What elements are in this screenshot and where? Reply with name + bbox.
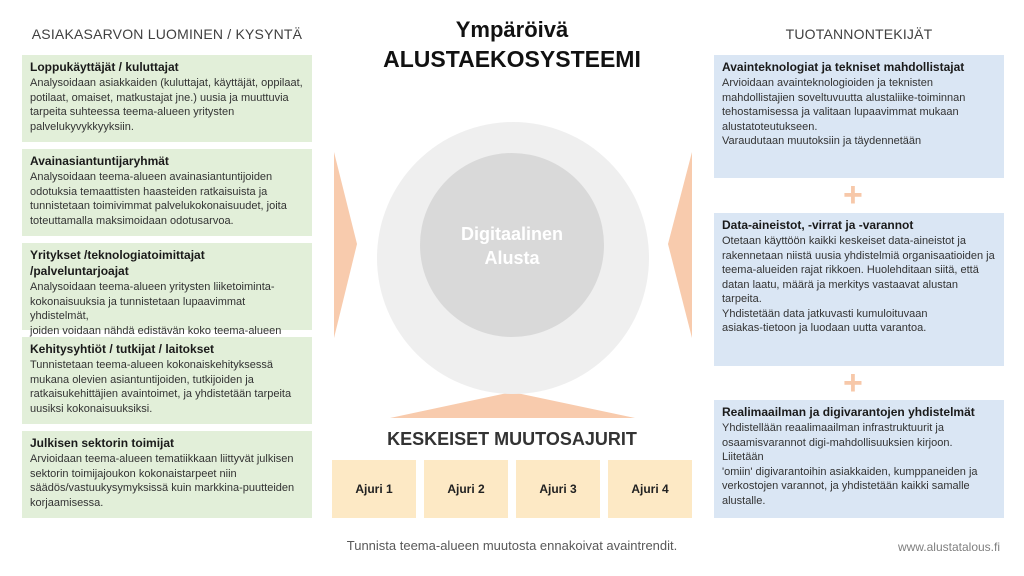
box-text: Analysoidaan teema-alueen avainasiantunt… [30,171,287,227]
right-column-header: TUOTANNONTEKIJÄT [785,26,933,42]
left-box-companies: Yritykset /teknologiatoimittajat /palvel… [22,243,312,351]
box-title: Realimaailman ja digivarantojen yhdistel… [722,405,975,419]
diagram-title-line1: Ympäröivä [455,17,569,42]
bottom-arrow-shape [390,392,635,418]
footer-text: Tunnista teema-alueen muutosta ennakoiva… [346,538,678,553]
inner-circle [420,153,604,337]
left-box-expert-groups: Avainasiantuntijaryhmät Analysoidaan tee… [22,149,312,236]
box-title: Loppukäyttäjät / kuluttajat [30,60,179,74]
box-title: Avainasiantuntijaryhmät [30,154,169,168]
center-label-line2: Alusta [484,248,540,268]
driver-box-1: Ajuri 1 [332,460,416,518]
right-box-data: Data-aineistot, -virrat ja -varannot Ote… [714,213,1004,366]
box-title: Yritykset /teknologiatoimittajat /palvel… [30,248,205,278]
box-text: Tunnistetaan teema-alueen kokonaiskehity… [30,359,292,415]
box-text: Yhdistellään reaalimaailman infrastruktu… [722,422,978,507]
website-link[interactable]: www.alustatalous.fi [897,540,1000,554]
right-box-real-digital: Realimaailman ja digivarantojen yhdistel… [714,400,1004,518]
left-box-public-sector: Julkisen sektorin toimijat Arvioidaan te… [22,431,312,518]
box-text: Analysoidaan asiakkaiden (kuluttajat, kä… [30,77,303,133]
box-title: Kehitysyhtiöt / tutkijat / laitokset [30,342,215,356]
box-text: Arvioidaan teema-alueen tematiikkaan lii… [30,453,295,509]
left-arrow-shape [334,152,357,338]
box-title: Avainteknologiat ja tekniset mahdollista… [722,60,965,74]
plus-icon: + [843,176,863,214]
right-arrow-shape [668,152,692,338]
box-text: Otetaan käyttöön kaikki keskeiset data-a… [722,235,995,334]
driver-box-2: Ajuri 2 [424,460,508,518]
drivers-heading: KESKEISET MUUTOSAJURIT [387,429,637,449]
left-box-research: Kehitysyhtiöt / tutkijat / laitokset Tun… [22,337,312,424]
center-label-line1: Digitaalinen [461,224,563,244]
driver-box-4: Ajuri 4 [608,460,692,518]
diagram-title-line2: ALUSTAEKOSYSTEEMI [383,46,641,72]
right-box-technologies: Avainteknologiat ja tekniset mahdollista… [714,55,1004,178]
box-title: Julkisen sektorin toimijat [30,436,175,450]
box-title: Data-aineistot, -virrat ja -varannot [722,218,914,232]
left-box-end-users: Loppukäyttäjät / kuluttajat Analysoidaan… [22,55,312,142]
plus-icon: + [843,364,863,402]
box-text: Arvioidaan avainteknologioiden ja teknis… [722,77,966,147]
driver-box-3: Ajuri 3 [516,460,600,518]
outer-circle [377,122,649,394]
left-column-header: ASIAKASARVON LUOMINEN / KYSYNTÄ [31,26,303,42]
